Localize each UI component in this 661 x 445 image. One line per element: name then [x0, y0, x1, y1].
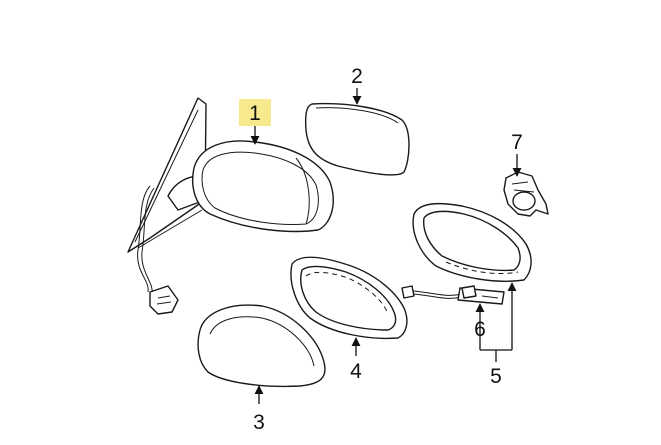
callout-2[interactable]: 2 [351, 65, 363, 88]
callout-3[interactable]: 3 [253, 411, 265, 434]
callout-1[interactable]: 1 [249, 102, 261, 125]
callout-7[interactable]: 7 [511, 131, 523, 154]
callout-5[interactable]: 5 [490, 365, 502, 388]
part-4-frame[interactable] [290, 256, 408, 340]
part-3-cover-cap[interactable] [197, 304, 326, 388]
leader-lines [250, 88, 522, 404]
callout-labels: 1 2 3 4 5 6 7 [239, 65, 523, 434]
callout-4[interactable]: 4 [350, 360, 362, 383]
callout-1-highlight [239, 99, 271, 126]
part-1-mirror-assembly[interactable] [127, 97, 334, 315]
part-7-motor[interactable] [503, 171, 549, 217]
part-5-turn-signal-frame[interactable] [412, 202, 532, 282]
part-2-mirror-glass[interactable] [304, 102, 410, 176]
part-6-signal-lamp[interactable] [401, 285, 505, 305]
callout-6[interactable]: 6 [474, 318, 486, 341]
